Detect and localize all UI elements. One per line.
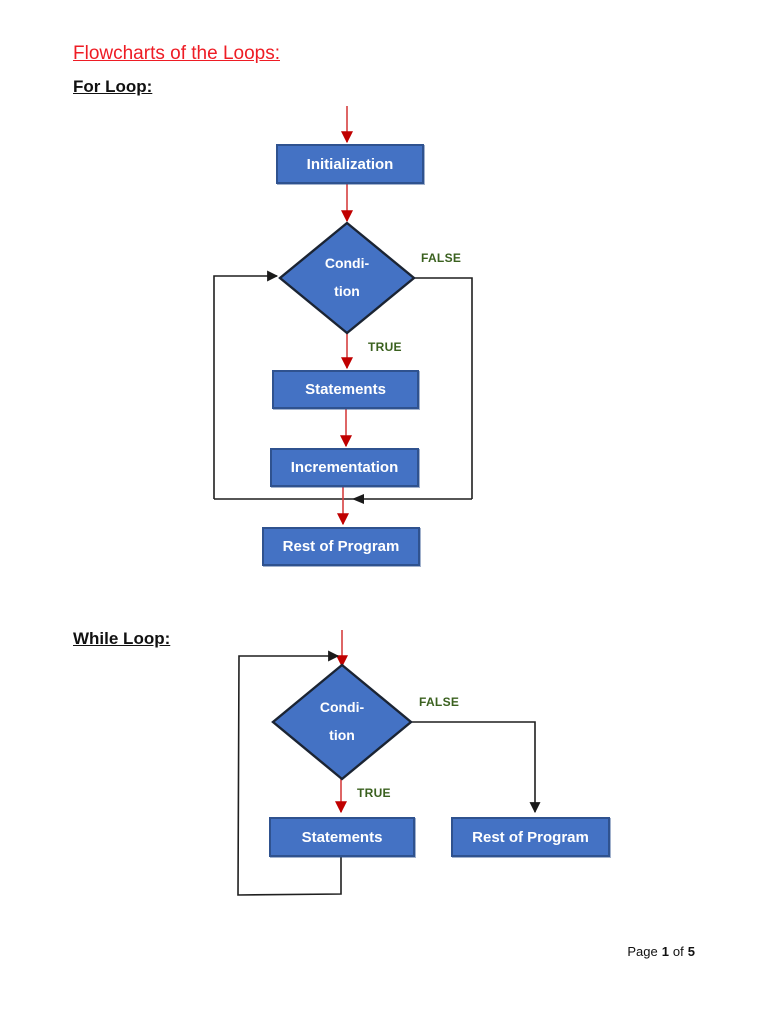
for-statements-node: Statements bbox=[272, 370, 419, 409]
footer-word-of: of bbox=[672, 944, 684, 959]
page-title: Flowcharts of the Loops: bbox=[73, 43, 280, 64]
for-junction-arrowhead bbox=[352, 494, 364, 504]
for-feedback-path bbox=[213, 270, 279, 499]
for-false-path bbox=[414, 277, 473, 499]
for-false-label: FALSE bbox=[421, 251, 462, 265]
footer-page-number: 1 bbox=[661, 944, 669, 959]
for-true-label: TRUE bbox=[368, 340, 402, 354]
for-condition-line1: Condi- bbox=[324, 255, 370, 271]
page-footer: Page 1 of 5 bbox=[627, 944, 695, 959]
while-true-label: TRUE bbox=[357, 786, 391, 800]
while-loop-heading: While Loop: bbox=[73, 629, 171, 648]
for-rest-of-program-label: Rest of Program bbox=[282, 538, 400, 555]
for-condition-label: Condi- tion bbox=[287, 249, 407, 305]
while-false-path bbox=[411, 721, 541, 814]
while-condition-diamond bbox=[271, 663, 413, 781]
while-statements-label: Statements bbox=[301, 828, 383, 846]
while-statements-node: Statements bbox=[269, 817, 415, 857]
footer-word-page: Page bbox=[627, 944, 658, 959]
while-rest-of-program-label: Rest of Program bbox=[472, 828, 589, 846]
footer-total-pages: 5 bbox=[687, 944, 695, 959]
for-rest-of-program-node: Rest of Program bbox=[262, 527, 420, 566]
for-condition-line2: tion bbox=[334, 283, 360, 299]
for-loop-heading: For Loop: bbox=[73, 77, 153, 96]
while-condition-label: Condi- tion bbox=[282, 693, 402, 749]
while-rest-of-program-node: Rest of Program bbox=[451, 817, 610, 857]
for-statements-label: Statements bbox=[305, 381, 386, 398]
while-feedback-path bbox=[237, 650, 342, 896]
while-condition-line1: Condi- bbox=[319, 699, 365, 715]
while-false-label: FALSE bbox=[419, 695, 460, 709]
for-condition-diamond bbox=[278, 221, 416, 335]
for-incrementation-label: Incrementation bbox=[290, 459, 399, 476]
while-condition-line2: tion bbox=[329, 727, 355, 743]
for-incrementation-node: Incrementation bbox=[270, 448, 419, 487]
for-initialization-node: Initialization bbox=[276, 144, 424, 184]
for-initialization-label: Initialization bbox=[306, 155, 394, 173]
